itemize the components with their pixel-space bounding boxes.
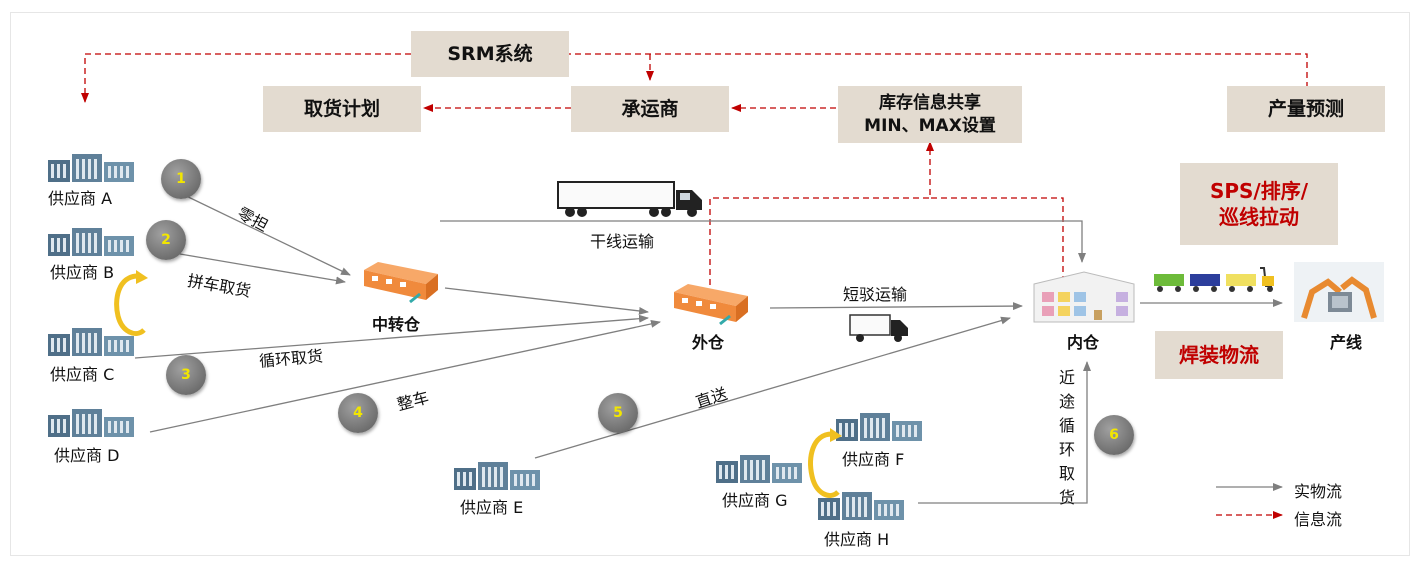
step-badge-1: 1: [161, 159, 201, 199]
step-badge-2: 2: [146, 220, 186, 260]
supplier-e-label: 供应商 E: [460, 498, 524, 517]
flow-d-outer: [149, 319, 661, 433]
srm-system-box: SRM系统: [411, 31, 569, 77]
truck-icon: [849, 314, 908, 342]
carrier-box: 承运商: [571, 86, 729, 132]
flow-outer-inner: [769, 302, 1023, 311]
warehouse-icon: [674, 284, 748, 326]
sps-line2: 巡线拉动: [1218, 205, 1299, 229]
flow-b-transit: [179, 253, 346, 285]
supplier-a-label: 供应商 A: [48, 189, 113, 208]
diagram-frame: [10, 12, 1410, 556]
factory-icon: [48, 409, 134, 437]
inner-warehouse-label: 内仓: [1067, 333, 1100, 352]
outer-warehouse-label: 外仓: [692, 333, 725, 352]
welding-logistics-box: 焊装物流: [1155, 331, 1283, 379]
factory-icon: [836, 413, 922, 441]
factory-icon: [818, 492, 904, 520]
transit-warehouse-label: 中转仓: [372, 315, 421, 334]
factory-icon: [716, 455, 802, 483]
flow-trunk: [440, 220, 1086, 263]
warehouse-icon: [1033, 271, 1135, 323]
inventory-share-line1: 库存信息共享: [879, 93, 981, 114]
circular-arrow-icon: [808, 428, 842, 498]
factory-icon: [454, 462, 540, 490]
pickup-plan-box: 取货计划: [263, 86, 421, 132]
step-badge-5: 5: [598, 393, 638, 433]
supplier-h-label: 供应商 H: [824, 530, 890, 549]
info-flow-inner-outer: [930, 197, 1064, 282]
supplier-b-label: 供应商 B: [50, 263, 115, 282]
factory-icon: [48, 228, 134, 256]
supplier-c-label: 供应商 C: [50, 365, 115, 384]
factory-icon: [48, 154, 134, 182]
step-badge-3: 3: [166, 355, 206, 395]
route-nearby-milk-run-label: 近途循环取货: [1058, 368, 1075, 507]
supplier-f-label: 供应商 F: [842, 450, 905, 469]
production-line-label: 产线: [1330, 333, 1363, 352]
step-badge-6: 6: [1094, 415, 1134, 455]
legend-physical-flow-label: 实物流: [1294, 482, 1343, 501]
sps-sequencing-box: SPS/排序/巡线拉动: [1180, 163, 1338, 245]
info-flow-forecast-srm: [81, 53, 1308, 103]
legend-info-flow-label: 信息流: [1294, 510, 1343, 529]
circular-arrow-icon: [114, 270, 148, 336]
flow-a-transit: [179, 192, 351, 276]
flow-e-inner: [534, 316, 1011, 459]
factory-icon: [48, 328, 134, 356]
sps-line1: SPS/排序/: [1209, 179, 1309, 203]
cart-train-icon: [1154, 267, 1274, 292]
flow-h-inner: [918, 361, 1091, 504]
warehouse-icon: [364, 262, 438, 304]
flow-c-outer: [134, 314, 649, 359]
truck-icon: [557, 181, 702, 217]
supplier-d-label: 供应商 D: [54, 446, 120, 465]
forecast-box: 产量预测: [1227, 86, 1385, 132]
flow-transit-outer: [444, 287, 649, 315]
inventory-share-line2: MIN、MAX设置: [864, 115, 996, 136]
route-trunk-transport-label: 干线运输: [590, 232, 655, 251]
robot-arm-icon: [1294, 262, 1384, 322]
info-flow-outer-inventory: [709, 141, 934, 285]
step-badge-4: 4: [338, 393, 378, 433]
supplier-g-label: 供应商 G: [722, 491, 788, 510]
route-short-haul-label: 短驳运输: [843, 285, 908, 304]
